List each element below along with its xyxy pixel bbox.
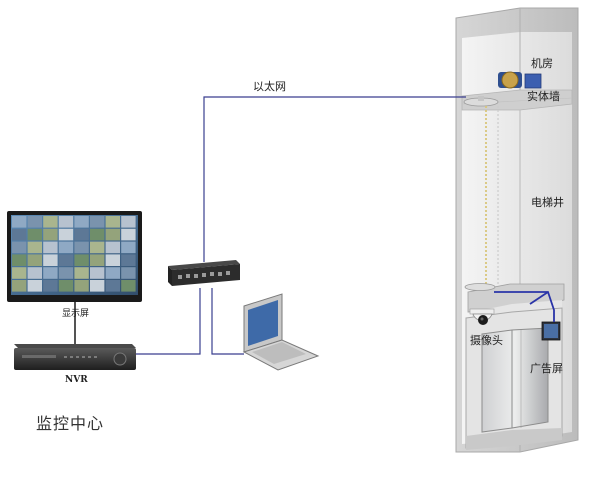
camera-thumbnail bbox=[105, 267, 120, 279]
camera-thumbnail bbox=[90, 241, 105, 254]
ethernet-cable bbox=[203, 96, 466, 262]
camera-thumbnail bbox=[74, 241, 89, 254]
camera-thumbnail bbox=[27, 267, 42, 279]
camera-label: 摄像头 bbox=[470, 334, 503, 347]
camera-thumbnail bbox=[12, 228, 27, 241]
cabin-wiring bbox=[494, 291, 555, 322]
camera-thumbnail bbox=[27, 228, 42, 241]
camera-thumbnail bbox=[43, 280, 58, 292]
camera-thumbnail bbox=[74, 267, 89, 279]
nvr-device-icon bbox=[14, 344, 136, 370]
camera-thumbnail bbox=[12, 254, 27, 266]
camera-thumbnail bbox=[12, 216, 27, 228]
ceiling-access-point-icon bbox=[463, 96, 499, 107]
ad-screen-label: 广告屏 bbox=[530, 362, 563, 375]
ad-screen-icon bbox=[541, 321, 561, 341]
camera-thumbnail bbox=[121, 254, 136, 266]
traction-machine bbox=[498, 71, 542, 89]
camera-thumbnail bbox=[27, 280, 42, 292]
camera-thumbnail bbox=[121, 280, 136, 292]
camera-thumbnail-grid bbox=[12, 216, 136, 292]
monitoring-center-label: 监控中心 bbox=[36, 414, 105, 433]
camera-thumbnail bbox=[58, 267, 74, 279]
lan-cables bbox=[124, 288, 244, 355]
network-switch-icon bbox=[168, 260, 240, 286]
laptop-icon bbox=[242, 293, 320, 371]
camera-thumbnail bbox=[121, 241, 136, 254]
camera-thumbnail bbox=[74, 228, 89, 241]
dome-camera-icon bbox=[469, 308, 495, 325]
monitor-display-icon bbox=[7, 211, 142, 302]
camera-thumbnail bbox=[27, 254, 42, 266]
camera-thumbnail bbox=[121, 228, 136, 241]
camera-thumbnail bbox=[27, 216, 42, 228]
camera-thumbnail bbox=[58, 254, 74, 266]
machine-room-label: 机房 bbox=[531, 57, 553, 70]
cabin-access-point-icon bbox=[464, 283, 496, 291]
elevator-cabin bbox=[465, 283, 565, 450]
camera-thumbnail bbox=[27, 241, 42, 254]
camera-thumbnail bbox=[43, 241, 58, 254]
camera-thumbnail bbox=[58, 228, 74, 241]
solid-wall-label: 实体墙 bbox=[527, 90, 560, 103]
camera-thumbnail bbox=[105, 228, 120, 241]
camera-thumbnail bbox=[43, 267, 58, 279]
camera-thumbnail bbox=[43, 254, 58, 266]
camera-thumbnail bbox=[105, 241, 120, 254]
camera-thumbnail bbox=[43, 228, 58, 241]
nvr-label: NVR bbox=[65, 375, 88, 385]
camera-thumbnail bbox=[90, 216, 105, 228]
camera-thumbnail bbox=[105, 280, 120, 292]
display-screen-label: 显示屏 bbox=[62, 309, 90, 319]
camera-thumbnail bbox=[121, 267, 136, 279]
camera-thumbnail bbox=[90, 280, 105, 292]
camera-thumbnail bbox=[58, 241, 74, 254]
camera-thumbnail bbox=[74, 280, 89, 292]
camera-thumbnail bbox=[105, 216, 120, 228]
camera-thumbnail bbox=[58, 280, 74, 292]
camera-thumbnail bbox=[74, 254, 89, 266]
camera-thumbnail bbox=[90, 267, 105, 279]
camera-thumbnail bbox=[74, 216, 89, 228]
camera-thumbnail bbox=[12, 267, 27, 279]
ethernet-label: 以太网 bbox=[253, 80, 286, 93]
camera-thumbnail bbox=[43, 216, 58, 228]
camera-thumbnail bbox=[90, 228, 105, 241]
camera-thumbnail bbox=[105, 254, 120, 266]
camera-thumbnail bbox=[12, 280, 27, 292]
camera-thumbnail bbox=[90, 254, 105, 266]
camera-thumbnail bbox=[12, 241, 27, 254]
camera-thumbnail bbox=[121, 216, 136, 228]
hoist-cables bbox=[485, 106, 521, 286]
camera-thumbnail bbox=[58, 216, 74, 228]
elevator-shaft-label: 电梯井 bbox=[531, 196, 564, 209]
